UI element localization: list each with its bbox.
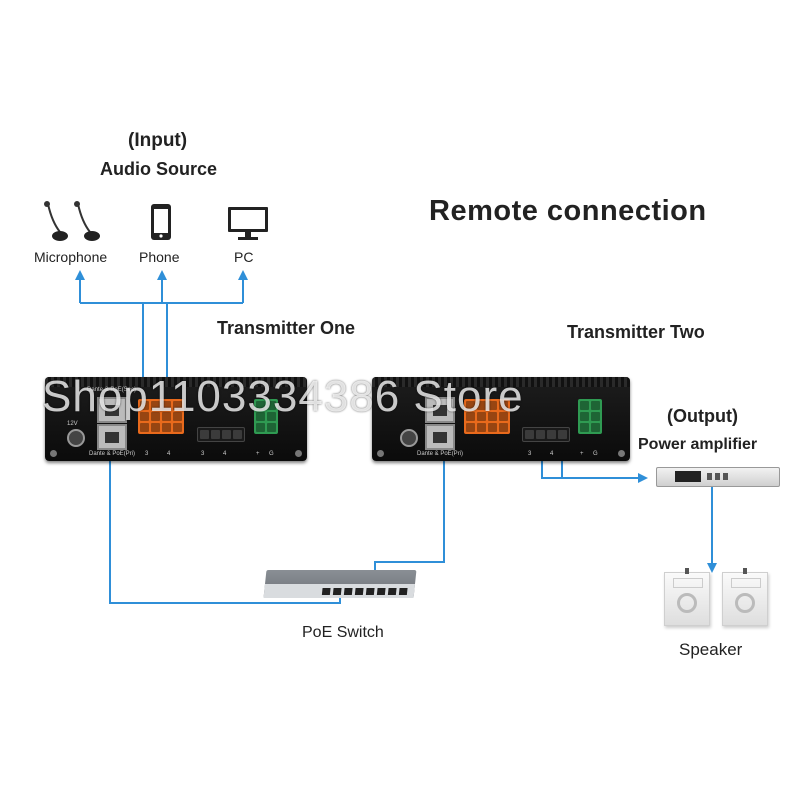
port-label-secondary: Dante & PoE(Sec)	[87, 387, 137, 393]
audio-source-label: Audio Source	[100, 159, 218, 179]
transmitter-two: Dante & PoE(Pri) 3 4 + G	[372, 377, 630, 461]
terminal-label-3: 3	[145, 451, 149, 457]
terminal-label-3b: 3	[201, 451, 205, 457]
power-amplifier-label: Power amplifier	[638, 436, 758, 453]
ethernet-port-primary	[97, 424, 127, 450]
dc-label: 12V	[67, 421, 78, 427]
ethernet-port-secondary	[97, 397, 127, 423]
store-watermark: Shop1103334386 Store	[42, 372, 524, 421]
page-title: Remote connection	[429, 195, 707, 227]
terminal-label-plus: +	[580, 451, 584, 457]
wire-tx2-to-switch	[374, 445, 445, 588]
transmitter-one: 12V Dante & PoE(Sec) Dante & PoE(Pri) 3 …	[45, 377, 307, 461]
dc-power-jack	[67, 429, 85, 447]
monitor-icon	[228, 207, 268, 240]
terminal-label-plus: +	[256, 451, 260, 457]
phone-label: Phone	[139, 249, 180, 265]
terminal-label-3: 3	[528, 451, 532, 457]
dc-power-jack	[400, 429, 418, 447]
ethernet-port-primary	[425, 424, 455, 450]
black-terminal-block	[522, 427, 570, 442]
ethernet-port-secondary	[425, 397, 455, 423]
speaker-right	[722, 568, 768, 626]
green-terminal-block	[254, 399, 278, 434]
terminal-label-g: G	[593, 451, 598, 457]
pc-label: PC	[234, 249, 254, 265]
orange-terminal-block	[464, 399, 510, 434]
green-terminal-block	[578, 399, 602, 434]
power-amplifier	[656, 467, 780, 487]
terminal-label-4: 4	[550, 451, 554, 457]
output-label: (Output)	[667, 406, 738, 426]
orange-terminal-block	[138, 399, 184, 434]
terminal-label-4: 4	[167, 451, 171, 457]
terminal-label-g: G	[269, 451, 274, 457]
poe-switch-label: PoE Switch	[302, 624, 384, 641]
microphone-label: Microphone	[34, 249, 108, 265]
speaker-label: Speaker	[679, 640, 743, 659]
wire-tx2-to-amp	[541, 455, 648, 483]
phone-icon	[151, 204, 171, 240]
transmitter-one-title: Transmitter One	[217, 318, 356, 338]
transmitter-two-title: Transmitter Two	[567, 322, 705, 342]
speaker-left	[664, 568, 710, 626]
port-label-primary: Dante & PoE(Pri)	[417, 451, 464, 457]
port-label-primary: Dante & PoE(Pri)	[89, 451, 136, 457]
poe-switch	[263, 570, 417, 598]
black-terminal-block	[197, 427, 245, 442]
input-label: (Input)	[128, 130, 188, 151]
microphone-icon	[44, 201, 100, 241]
terminal-label-4b: 4	[223, 451, 227, 457]
